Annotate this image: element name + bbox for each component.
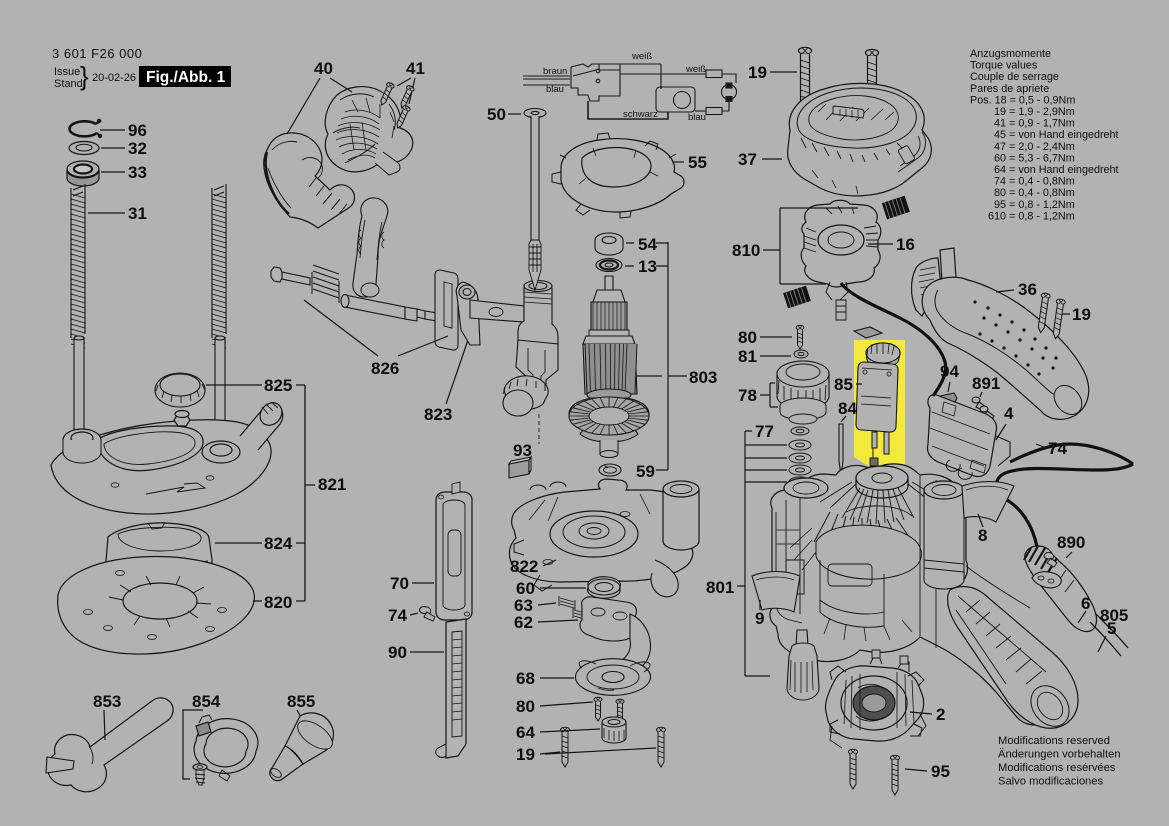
svg-text:}: }: [80, 61, 89, 91]
svg-text:62: 62: [514, 613, 533, 632]
svg-text:36: 36: [1018, 280, 1037, 299]
svg-text:93: 93: [513, 441, 532, 460]
svg-text:6: 6: [1081, 594, 1090, 613]
svg-text:854: 854: [192, 692, 221, 711]
svg-text:19 = 1,9 - 2,9Nm: 19 = 1,9 - 2,9Nm: [994, 106, 1075, 118]
svg-text:9: 9: [755, 609, 764, 628]
svg-text:77: 77: [755, 422, 774, 441]
svg-text:19: 19: [1072, 305, 1091, 324]
svg-text:64: 64: [516, 723, 535, 742]
svg-text:blau: blau: [546, 84, 564, 95]
svg-text:60 = 5,3 - 6,7Nm: 60 = 5,3 - 6,7Nm: [994, 152, 1075, 164]
svg-text:4: 4: [1004, 404, 1014, 423]
svg-text:80 = 0,4 - 0,8Nm: 80 = 0,4 - 0,8Nm: [994, 187, 1075, 199]
svg-text:Salvo modificaciones: Salvo modificaciones: [998, 776, 1103, 788]
svg-text:63: 63: [514, 596, 533, 615]
svg-text:95 = 0,8 - 1,2Nm: 95 = 0,8 - 1,2Nm: [994, 199, 1075, 211]
svg-text:Modifications reserved: Modifications reserved: [998, 735, 1110, 747]
svg-text:47 = 2,0 - 2,4Nm: 47 = 2,0 - 2,4Nm: [994, 141, 1075, 153]
svg-text:84: 84: [838, 399, 857, 418]
svg-text:45 = von Hand eingedreht: 45 = von Hand eingedreht: [994, 129, 1119, 141]
svg-text:Stand: Stand: [54, 78, 83, 90]
svg-text:braun: braun: [543, 66, 567, 77]
svg-text:41: 41: [406, 59, 425, 78]
svg-text:891: 891: [972, 374, 1000, 393]
svg-text:weiß: weiß: [685, 64, 706, 75]
svg-text:37: 37: [738, 150, 757, 169]
svg-text:826: 826: [371, 359, 399, 378]
svg-text:41 = 0,9 - 1,7Nm: 41 = 0,9 - 1,7Nm: [994, 118, 1075, 130]
svg-text:weiß: weiß: [631, 51, 652, 62]
svg-text:890: 890: [1057, 533, 1085, 552]
svg-text:78: 78: [738, 386, 757, 405]
svg-text:Änderungen vorbehalten: Änderungen vorbehalten: [998, 749, 1121, 761]
svg-text:33: 33: [128, 163, 147, 182]
svg-text:824: 824: [264, 534, 293, 553]
svg-text:13: 13: [638, 257, 657, 276]
svg-text:80: 80: [738, 328, 757, 347]
svg-text:8: 8: [978, 526, 987, 545]
svg-text:822: 822: [510, 557, 538, 576]
svg-text:70: 70: [390, 574, 409, 593]
svg-text:20-02-26: 20-02-26: [92, 72, 136, 84]
svg-text:Issue: Issue: [54, 66, 80, 78]
svg-text:821: 821: [318, 475, 346, 494]
svg-text:2: 2: [936, 705, 945, 724]
svg-text:823: 823: [424, 405, 452, 424]
svg-text:810: 810: [732, 241, 760, 260]
svg-text:64 = von Hand eingedreht: 64 = von Hand eingedreht: [994, 164, 1119, 176]
svg-text:803: 803: [689, 368, 717, 387]
svg-text:90: 90: [388, 643, 407, 662]
svg-text:74: 74: [388, 606, 407, 625]
svg-text:5: 5: [1107, 619, 1116, 638]
svg-text:59: 59: [636, 462, 655, 481]
svg-text:825: 825: [264, 376, 292, 395]
svg-text:19: 19: [748, 63, 767, 82]
svg-text:blau: blau: [688, 112, 706, 123]
svg-text:54: 54: [638, 235, 657, 254]
svg-text:Fig./Abb. 1: Fig./Abb. 1: [146, 69, 226, 86]
svg-text:50: 50: [487, 105, 506, 124]
svg-text:60: 60: [516, 579, 535, 598]
svg-text:96: 96: [128, 121, 147, 140]
svg-text:Pos. 18 = 0,5 - 0,9Nm: Pos. 18 = 0,5 - 0,9Nm: [970, 94, 1075, 106]
svg-text:81: 81: [738, 347, 757, 366]
svg-text:Couple de serrage: Couple de serrage: [970, 71, 1059, 83]
svg-text:Anzugsmomente: Anzugsmomente: [970, 48, 1051, 60]
svg-text:55: 55: [688, 153, 707, 172]
svg-text:95: 95: [931, 762, 950, 781]
svg-text:610 = 0,8 - 1,2Nm: 610 = 0,8 - 1,2Nm: [988, 210, 1075, 222]
svg-text:855: 855: [287, 692, 315, 711]
svg-text:853: 853: [93, 692, 121, 711]
svg-text:74 = 0,4 - 0,8Nm: 74 = 0,4 - 0,8Nm: [994, 176, 1075, 188]
svg-text:3 601 F26 000: 3 601 F26 000: [52, 46, 142, 61]
svg-text:68: 68: [516, 669, 535, 688]
svg-text:805: 805: [1100, 606, 1128, 625]
svg-text:31: 31: [128, 204, 147, 223]
svg-text:Pares de apriete: Pares de apriete: [970, 83, 1049, 95]
svg-text:801: 801: [706, 578, 734, 597]
svg-text:32: 32: [128, 139, 147, 158]
svg-text:schwarz: schwarz: [623, 109, 658, 120]
svg-text:85: 85: [834, 375, 853, 394]
svg-text:Torque values: Torque values: [970, 60, 1038, 72]
svg-text:Modifications resérvées: Modifications resérvées: [998, 762, 1116, 774]
svg-text:40: 40: [314, 59, 333, 78]
svg-text:19: 19: [516, 745, 535, 764]
svg-text:820: 820: [264, 593, 292, 612]
svg-text:16: 16: [896, 235, 915, 254]
svg-text:74: 74: [1048, 439, 1067, 458]
svg-text:80: 80: [516, 697, 535, 716]
